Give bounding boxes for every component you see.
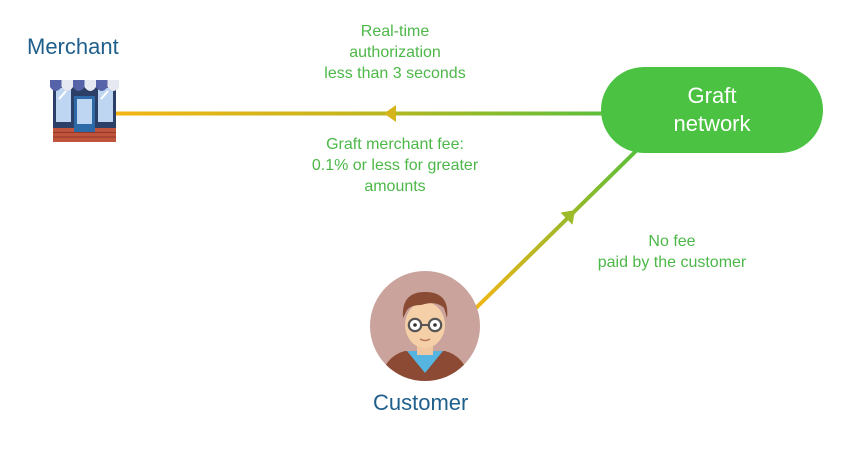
annotation-line: Real-time (360, 23, 430, 40)
customer-fee-annotation: No fee paid by the customer (577, 231, 767, 273)
customer-label: Customer (373, 390, 469, 415)
customer-to-network-line (474, 149, 638, 310)
left-arrow-icon (384, 105, 396, 122)
up-right-arrow-icon (560, 210, 575, 225)
annotation-line: amounts (364, 178, 426, 195)
authorization-annotation: Real-time authorization less than 3 seco… (290, 21, 500, 84)
annotation-line: Graft merchant fee: (326, 136, 464, 153)
annotation-line: paid by the customer (597, 254, 747, 271)
customer-avatar-icon (370, 271, 480, 381)
store-icon (50, 80, 119, 142)
graft-network-node: Graft network (601, 67, 823, 153)
annotation-line: authorization (349, 44, 441, 61)
merchant-label: Merchant (27, 34, 119, 59)
annotation-line: 0.1% or less for greater (311, 157, 479, 174)
merchant-fee-annotation: Graft merchant fee: 0.1% or less for gre… (282, 134, 508, 197)
annotation-line: No fee (648, 233, 696, 250)
annotation-line: less than 3 seconds (324, 65, 466, 82)
graft-network-label-line-2: network (673, 111, 751, 136)
graft-network-label-line-1: Graft (687, 83, 737, 108)
